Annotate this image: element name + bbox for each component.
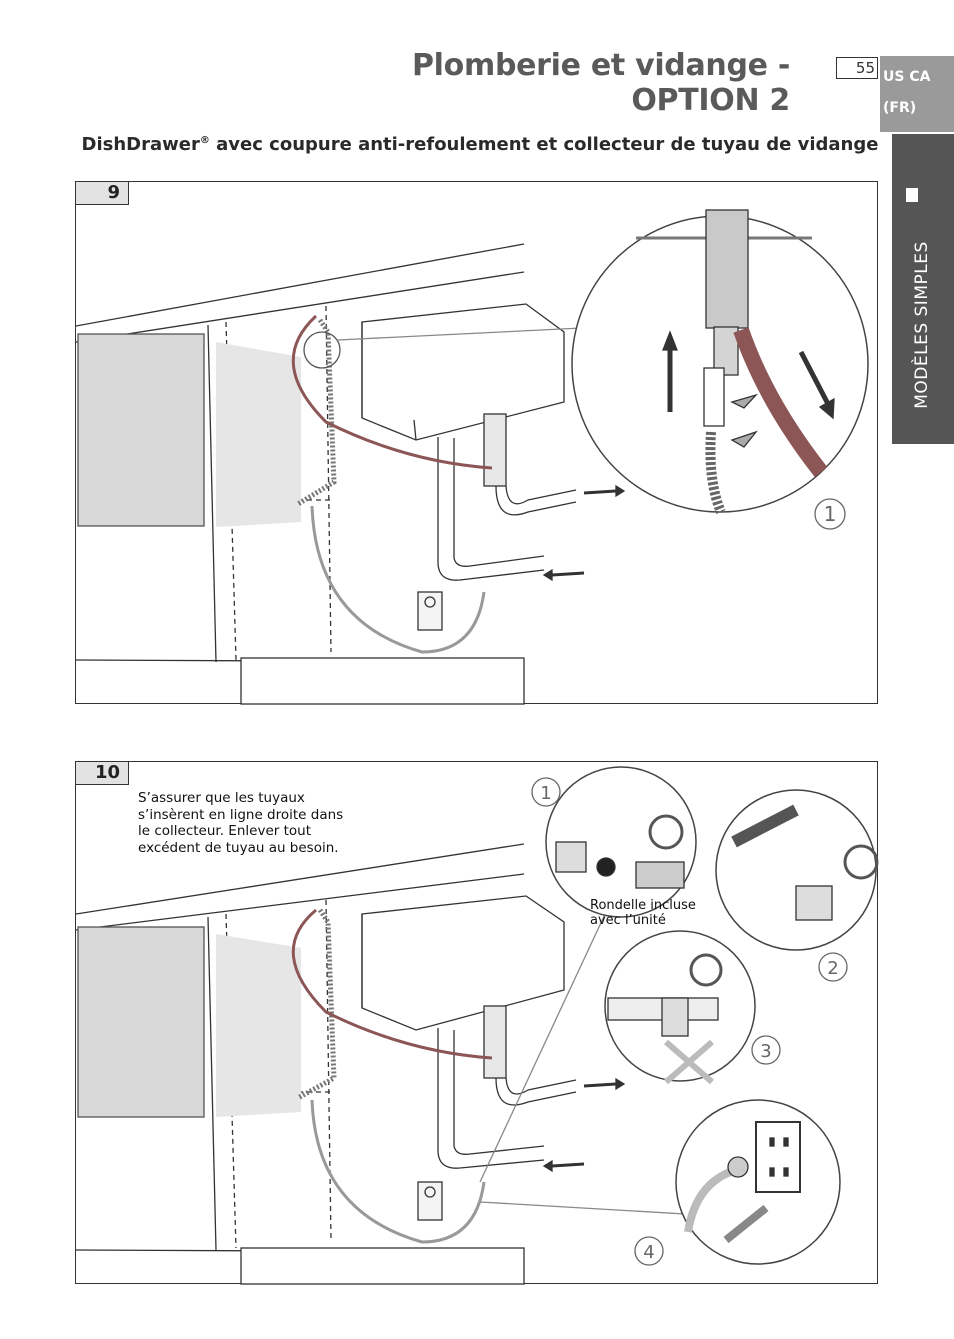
side-tab-label: MODÈLES SIMPLES xyxy=(912,241,932,409)
step-10-callout-2: 2 xyxy=(827,958,838,979)
step-10-panel: 1 2 3 4 10 S’assurer que les tuyaux s’in… xyxy=(75,761,879,1285)
page-number: 55 xyxy=(836,57,878,79)
step-10-number: 10 xyxy=(76,762,129,785)
step-10-callout-3: 3 xyxy=(760,1041,771,1062)
region-line-2: (FR) xyxy=(883,100,917,116)
step-9-illustration: 1 xyxy=(76,209,869,705)
step-10-callout-4: 4 xyxy=(643,1242,654,1263)
section-subtitle: DishDrawer® avec coupure anti-refoulemen… xyxy=(60,134,900,155)
region-line-1: US CA xyxy=(883,69,931,85)
page-title: Plomberie et vidange - OPTION 2 xyxy=(412,48,790,118)
step-10-illustration: 1 2 3 4 xyxy=(76,766,879,1285)
region-badge: US CA (FR) xyxy=(880,56,954,132)
step-9-callout-1: 1 xyxy=(824,502,837,526)
step-10-callout-1: 1 xyxy=(540,783,551,804)
step-9-number: 9 xyxy=(76,182,129,205)
step-9-panel: 1 9 xyxy=(75,181,878,705)
step-10-note: S’assurer que les tuyaux s’insèrent en l… xyxy=(138,790,344,856)
washer-label: Rondelle incluse avec l’unité xyxy=(590,898,696,928)
registered-mark: ® xyxy=(199,135,210,146)
subtitle-rest: avec coupure anti-refoulement et collect… xyxy=(209,134,879,155)
tab-marker-icon xyxy=(906,188,918,202)
subtitle-brand: DishDrawer xyxy=(81,134,200,155)
section-side-tab: MODÈLES SIMPLES xyxy=(892,134,954,444)
